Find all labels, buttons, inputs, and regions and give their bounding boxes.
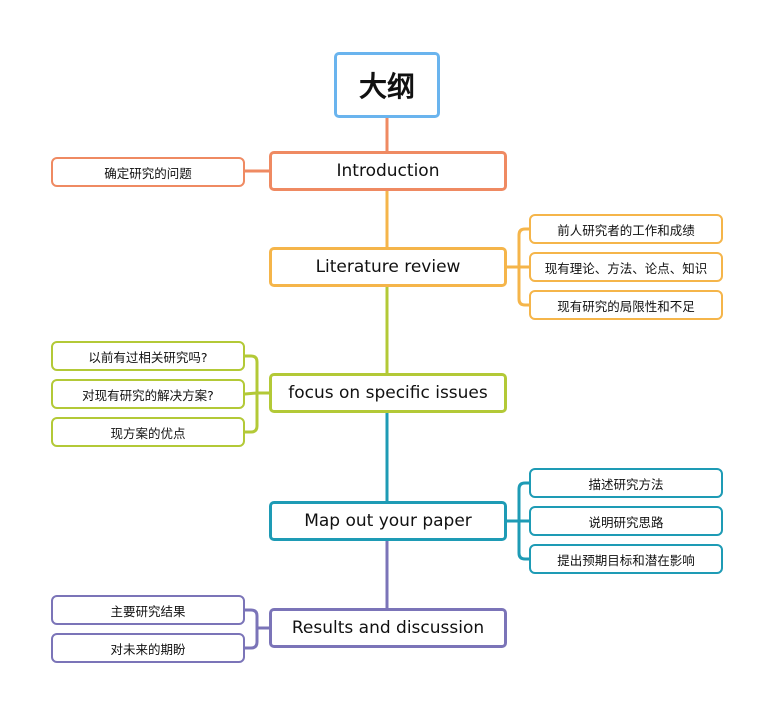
subtopic-introduction-1[interactable]: 确定研究的问题 (51, 157, 245, 187)
subtopic-map-2[interactable]: 说明研究思路 (529, 506, 723, 536)
topic-map-out-your-paper[interactable]: Map out your paper (269, 501, 507, 541)
branch-line-2-2 (243, 391, 259, 434)
subtopic-literature-2[interactable]: 现有理论、方法、论点、知识 (529, 252, 723, 282)
subtopic-literature-3[interactable]: 现有研究的局限性和不足 (529, 290, 723, 320)
branch-line-2-1 (243, 391, 259, 396)
branch-line-4-1 (243, 626, 259, 650)
subtopic-focus-2[interactable]: 对现有研究的解决方案? (51, 379, 245, 409)
topic-literature-review[interactable]: Literature review (269, 247, 507, 287)
branch-line-1-2 (517, 265, 531, 307)
branch-line-2-0 (243, 354, 259, 395)
branch-line-4-0 (243, 608, 259, 630)
subtopic-results-2[interactable]: 对未来的期盼 (51, 633, 245, 663)
topic-focus-on-specific-issues[interactable]: focus on specific issues (269, 373, 507, 413)
subtopic-results-1[interactable]: 主要研究结果 (51, 595, 245, 625)
topic-introduction[interactable]: Introduction (269, 151, 507, 191)
topic-results-and-discussion[interactable]: Results and discussion (269, 608, 507, 648)
subtopic-map-3[interactable]: 提出预期目标和潜在影响 (529, 544, 723, 574)
branch-line-1-0 (517, 227, 531, 269)
branch-line-3-0 (517, 481, 531, 523)
subtopic-literature-1[interactable]: 前人研究者的工作和成绩 (529, 214, 723, 244)
subtopic-focus-1[interactable]: 以前有过相关研究吗? (51, 341, 245, 371)
root-node[interactable]: 大纲 (334, 52, 440, 118)
subtopic-map-1[interactable]: 描述研究方法 (529, 468, 723, 498)
branch-line-3-2 (517, 519, 531, 561)
subtopic-focus-3[interactable]: 现方案的优点 (51, 417, 245, 447)
